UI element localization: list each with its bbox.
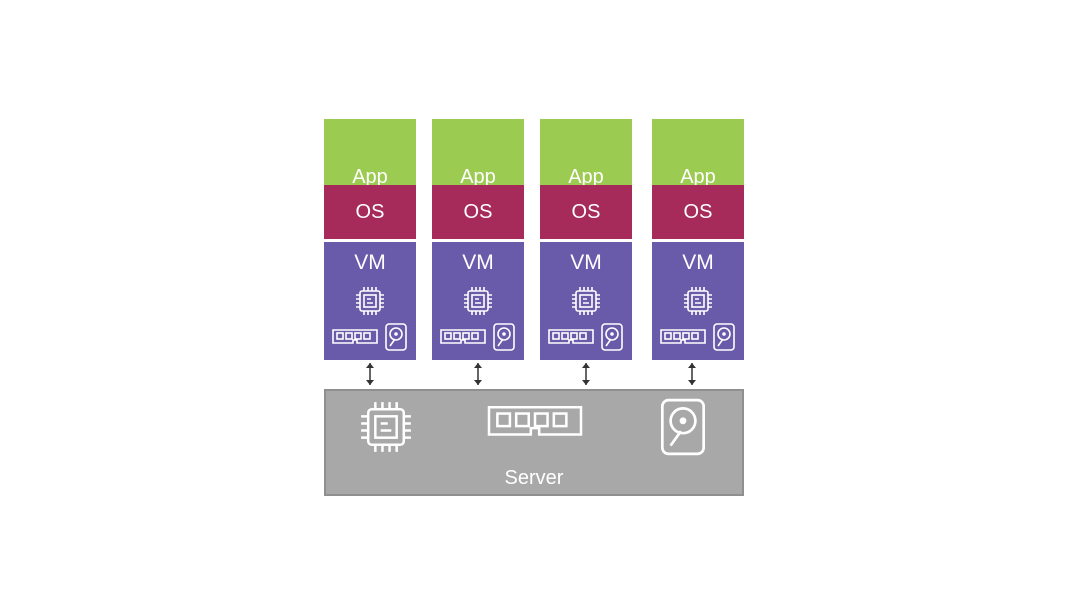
vm-layer: VM (432, 242, 524, 360)
hard-disk-icon (493, 323, 515, 351)
vm-stack-1: App OS VM (324, 119, 416, 360)
hard-disk-icon (713, 323, 735, 351)
vm-stack-4: App OS VM (652, 119, 744, 360)
ram-module-icon (440, 329, 486, 344)
os-layer: OS (432, 185, 524, 239)
hard-disk-icon (601, 323, 623, 351)
vm-layer: VM (540, 242, 632, 360)
vm-stack-3: App OS VM (540, 119, 632, 360)
vm-layer: VM (324, 242, 416, 360)
server-box: Server (324, 389, 744, 496)
vm-label: VM (682, 251, 714, 274)
os-layer: OS (540, 185, 632, 239)
app-layer: App (432, 119, 524, 191)
ram-module-icon (548, 329, 594, 344)
os-layer: OS (652, 185, 744, 239)
hard-disk-icon (385, 323, 407, 351)
bidirectional-arrow-icon (366, 363, 374, 385)
vm-label: VM (570, 251, 602, 274)
cpu-chip-icon (464, 287, 492, 315)
cpu-chip-icon (684, 287, 712, 315)
vm-stack-2: App OS VM (432, 119, 524, 360)
vm-layer: VM (652, 242, 744, 360)
hard-disk-icon (660, 398, 706, 456)
cpu-chip-icon (572, 287, 600, 315)
ram-module-icon (332, 329, 378, 344)
os-layer: OS (324, 185, 416, 239)
ram-module-icon (487, 406, 583, 436)
app-layer: App (324, 119, 416, 191)
bidirectional-arrow-icon (474, 363, 482, 385)
bidirectional-arrow-icon (688, 363, 696, 385)
bidirectional-arrow-icon (582, 363, 590, 385)
app-layer: App (540, 119, 632, 191)
app-layer: App (652, 119, 744, 191)
cpu-chip-icon (356, 287, 384, 315)
vm-label: VM (354, 251, 386, 274)
cpu-chip-icon (361, 402, 411, 452)
ram-module-icon (660, 329, 706, 344)
vm-label: VM (462, 251, 494, 274)
server-label: Server (504, 467, 564, 489)
